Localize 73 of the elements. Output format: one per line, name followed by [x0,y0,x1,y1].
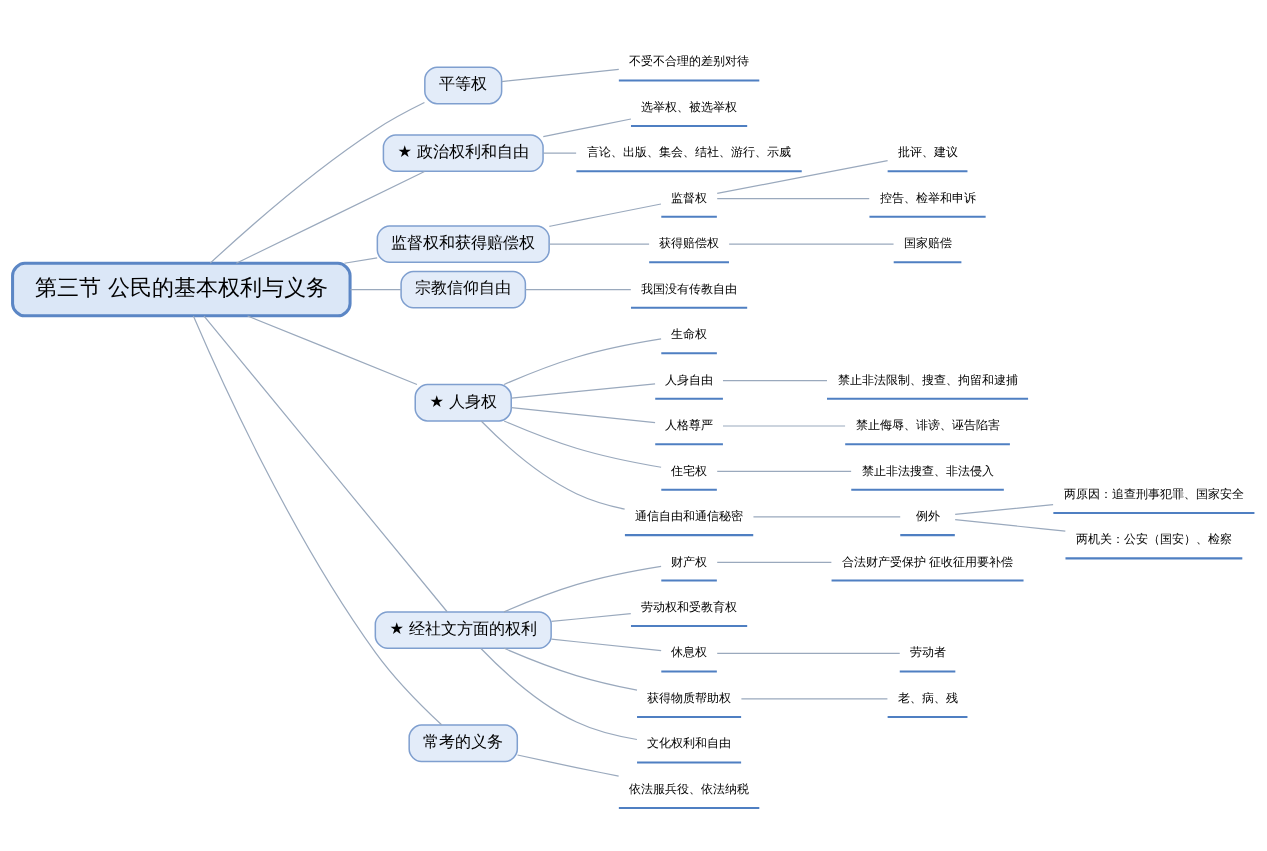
node-text: 获得赔偿权 [659,235,720,250]
connector [716,561,832,563]
node-box: ★ 经社文方面的权利 [374,610,552,649]
connector [524,288,632,290]
connector [203,314,448,612]
connector [716,470,852,472]
node-text: 国家赔偿 [903,235,952,250]
connector [480,647,638,740]
connector [550,638,662,651]
connector [503,565,662,612]
node-box: ★ 人身权 [414,383,512,422]
node-text: 生命权 [671,326,708,341]
node-text: 人格尊严 [665,417,714,432]
node-text: 选举权、被选举权 [641,99,738,114]
node-text: 禁止非法限制、搜查、拘留和逮捕 [837,372,1018,387]
node-text: 劳动者 [909,644,946,659]
node-text: 获得物质帮助权 [647,690,732,705]
node-text: 不受不合理的差别对待 [629,53,750,68]
node-box: 常考的义务 [408,723,519,762]
connector [503,419,662,468]
connector [349,288,402,290]
node-text: 两机关：公安（国安）、检察 [1075,531,1232,546]
connector [503,647,638,691]
connector [209,101,426,264]
node-text: 监督权 [671,190,708,205]
connector [550,612,632,622]
node-box: 平等权 [424,66,503,104]
connector [740,697,888,699]
node-box: ★ 政治权利和自由 [382,133,544,172]
node-text: 依法服兵役、依法纳税 [629,781,750,796]
connector [728,243,895,245]
connector [716,159,889,194]
connector [542,117,632,137]
connector [510,406,656,423]
connector [235,170,426,264]
connector [722,379,828,381]
connector [503,337,662,385]
connector [501,68,620,82]
node-text: 言论、出版、集会、结社、游行、示威 [587,144,792,159]
connector [516,753,620,777]
node-text: 例外 [915,508,940,523]
connector [716,652,901,654]
connector [954,503,1054,515]
node-text: 两原因：追查刑事犯罪、国家安全 [1063,486,1244,501]
connector [343,256,378,264]
connector [722,424,846,427]
node-text: 批评、建议 [897,144,958,159]
node-text: 人身自由 [665,372,714,387]
node-text: 休息权 [671,644,708,659]
connector [954,518,1066,532]
node-text: 老、病、残 [897,690,958,705]
node-text: 住宅权 [671,463,708,478]
node-text: 通信自由和通信秘密 [635,508,744,523]
node-text: 文化权利和自由 [647,735,732,750]
connector [192,314,443,725]
node-text: 禁止侮辱、诽谤、诬告陷害 [855,417,1000,432]
node-text: 我国没有传教自由 [641,281,738,296]
connector [510,382,656,399]
node-box: 监督权和获得赔偿权 [376,224,550,263]
node-text: 财产权 [671,554,708,569]
node-text: 控告、检举和申诉 [879,190,976,205]
connector [548,202,662,227]
connector [548,243,650,245]
connector [542,152,577,154]
connector [716,197,870,199]
node-text: 禁止非法搜查、非法侵入 [861,463,994,478]
connector [752,515,901,518]
node-box: 第三节 公民的基本权利与义务 [11,261,352,317]
connector [480,420,626,510]
node-box: 宗教信仰自由 [400,270,527,309]
node-text: 合法财产受保护 征收征用要补偿 [841,554,1014,569]
connector [247,314,418,385]
node-text: 劳动权和受教育权 [641,599,738,614]
